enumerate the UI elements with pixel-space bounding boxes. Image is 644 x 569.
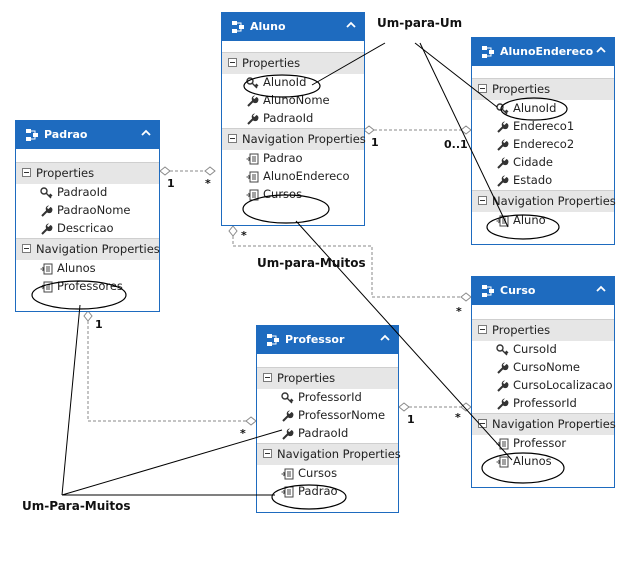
properties-section-header[interactable]: Properties [472, 78, 614, 100]
entity-alunoendereco[interactable]: AlunoEndereco Properties AlunoId Enderec… [471, 37, 616, 245]
label-um-para-muitos: Um-para-Muitos [257, 256, 366, 270]
collapse-minus-icon[interactable] [22, 168, 31, 177]
navigation-row[interactable]: AlunoEndereco [222, 168, 364, 186]
navigation-section-header[interactable]: Navigation Properties [472, 413, 616, 435]
highlight-ellipse [500, 97, 568, 121]
connector-end-diamond [398, 402, 410, 412]
property-row[interactable]: CursoNome [472, 359, 614, 377]
multiplicity-label: 1 [167, 177, 175, 190]
property-row[interactable]: Estado [472, 172, 614, 190]
properties-section-header[interactable]: Properties [222, 52, 364, 74]
navigation-row[interactable]: Professor [472, 435, 614, 453]
navigation-row[interactable]: Alunos [16, 260, 159, 278]
collapse-minus-icon[interactable] [478, 325, 487, 334]
property-row[interactable]: Endereco2 [472, 136, 614, 154]
property-row[interactable]: AlunoId [472, 100, 614, 118]
navigation-row[interactable]: Alunos [472, 453, 614, 471]
highlight-ellipse [481, 452, 565, 484]
multiplicity-label: * [455, 411, 461, 424]
navigation-row[interactable]: Professores [16, 278, 159, 296]
navigation-section-header[interactable]: Navigation Properties [472, 190, 616, 212]
connector-end-diamond [363, 125, 375, 135]
connector-end-diamond [204, 166, 216, 176]
entity-header[interactable]: Curso [472, 277, 614, 305]
property-row[interactable]: CursoLocalizacao [472, 377, 614, 395]
annotation-line [61, 304, 81, 496]
collapse-minus-icon[interactable] [478, 84, 487, 93]
property-row[interactable]: Cidade [472, 154, 614, 172]
navigation-section-header[interactable]: Navigation Properties [16, 238, 160, 260]
highlight-ellipse [271, 484, 347, 510]
navigation-row[interactable]: Padrao [257, 483, 398, 501]
entity-title: Padrao [44, 128, 88, 141]
multiplicity-label: 1 [95, 318, 103, 331]
highlight-ellipse [242, 194, 330, 224]
connector-end-diamond [228, 225, 238, 237]
collapse-minus-icon[interactable] [263, 449, 272, 458]
property-row[interactable]: ProfessorId [257, 389, 398, 407]
highlight-ellipse [31, 280, 127, 310]
property-row[interactable]: CursoId [472, 341, 614, 359]
connector-aluno-curso [232, 226, 471, 298]
property-row[interactable]: Endereco1 [472, 118, 614, 136]
highlight-ellipse [486, 214, 560, 240]
collapse-minus-icon[interactable] [478, 196, 487, 205]
property-row[interactable]: PadraoId [222, 110, 364, 128]
annotation-line [311, 42, 386, 86]
annotation-line [295, 220, 513, 461]
navigation-row[interactable]: Cursos [222, 186, 364, 204]
label-um-para-muitos-bottom: Um-Para-Muitos [22, 499, 131, 513]
property-row[interactable]: ProfessorNome [257, 407, 398, 425]
multiplicity-label: 1 [371, 136, 379, 149]
property-row[interactable]: PadraoId [257, 425, 398, 443]
navigation-row[interactable]: Padrao [222, 150, 364, 168]
navigation-row[interactable]: Cursos [257, 465, 398, 483]
collapse-minus-icon[interactable] [228, 58, 237, 67]
entity-header[interactable]: Aluno [222, 13, 364, 41]
entity-curso[interactable]: Curso Properties CursoId CursoNome Curso… [471, 276, 616, 488]
property-row[interactable]: PadraoNome [16, 202, 159, 220]
connector-padrao-professor [87, 311, 256, 422]
multiplicity-label: 1 [407, 413, 415, 426]
collapse-minus-icon[interactable] [263, 373, 272, 382]
property-row[interactable]: PadraoId [16, 184, 159, 202]
multiplicity-label: * [205, 177, 211, 190]
navigation-section-header[interactable]: Navigation Properties [257, 443, 401, 465]
entity-header[interactable]: Padrao [16, 121, 159, 149]
property-row[interactable]: ProfessorId [472, 395, 614, 413]
collapse-minus-icon[interactable] [228, 134, 237, 143]
label-um-para-um: Um-para-Um [377, 16, 463, 30]
multiplicity-label: * [241, 229, 247, 242]
properties-section-header[interactable]: Properties [472, 319, 614, 341]
entity-title: Curso [500, 284, 536, 297]
collapse-minus-icon[interactable] [22, 244, 31, 253]
properties-section-header[interactable]: Properties [257, 367, 398, 389]
connector-end-diamond [159, 166, 171, 176]
entity-title: Aluno [250, 20, 286, 33]
annotation-line [419, 42, 509, 228]
entity-title: Professor [285, 333, 345, 346]
entity-header[interactable]: AlunoEndereco [472, 38, 614, 66]
property-row[interactable]: AlunoId [222, 74, 364, 92]
highlight-ellipse [243, 74, 321, 98]
navigation-section-header[interactable]: Navigation Properties [222, 128, 366, 150]
entity-header[interactable]: Professor [257, 326, 398, 354]
multiplicity-label: * [456, 305, 462, 318]
annotation-line [61, 429, 283, 496]
connector-end-diamond [83, 310, 93, 322]
entity-title: AlunoEndereco [500, 45, 594, 58]
entity-padrao[interactable]: Padrao Properties PadraoId PadraoNome De… [15, 120, 160, 312]
multiplicity-label: * [240, 427, 246, 440]
properties-section-header[interactable]: Properties [16, 162, 159, 184]
annotation-line [414, 42, 498, 108]
multiplicity-label: 0..1 [444, 138, 468, 151]
property-row[interactable]: Descricao [16, 220, 159, 238]
entity-professor[interactable]: Professor Properties ProfessorId Profess… [256, 325, 401, 513]
